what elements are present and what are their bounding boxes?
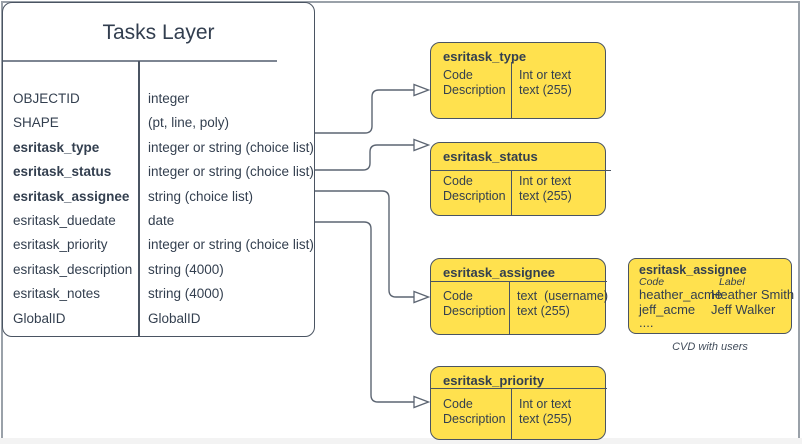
cvd-table-title: esritask_assignee: [639, 263, 747, 277]
cvd-caption: CVD with users: [672, 341, 748, 353]
field-type: (pt, line, poly): [148, 115, 230, 131]
field-type: integer or string (choice list): [148, 139, 314, 155]
field-row-esritask-assignee: esritask_assignee string (choice list): [3, 185, 314, 209]
choice-table-title: esritask_priority: [443, 373, 545, 388]
arrowhead-esritask-type: [413, 83, 431, 97]
field-name: esritask_status: [13, 164, 112, 180]
connector-esritask-assignee: [315, 190, 414, 298]
arrowhead-esritask-priority: [413, 395, 431, 409]
field-row-esritask-type: esritask_type integer or string (choice …: [3, 136, 314, 160]
cvd-table-esritask-assignee: esritask_assignee Code Label heather_acm…: [628, 258, 795, 334]
field-row-esritask-notes: esritask_notes string (4000): [3, 282, 314, 306]
field-name: esritask_type: [13, 139, 100, 155]
window-bottom-strip: [0, 438, 802, 444]
field-type: integer: [148, 91, 190, 106]
cvd-label: Jeff Walker: [711, 302, 776, 317]
field-row-esritask-description: esritask_description string (4000): [3, 258, 314, 282]
field-name: esritask_description: [13, 261, 133, 277]
tasks-layer-table: Tasks Layer OBJECTID integer SHAPE (pt, …: [2, 2, 315, 337]
field-row-esritask-priority: esritask_priority integer or string (cho…: [3, 233, 314, 257]
cvd-code: jeff_acme: [639, 302, 696, 317]
cell-divider: [511, 171, 513, 215]
cvd-column-header-code: Code: [639, 276, 665, 288]
field-row-globalid: GlobalID GlobalID: [3, 307, 314, 331]
header-divider: [430, 170, 611, 172]
field-type: GlobalID: [148, 310, 201, 326]
header-divider: [430, 281, 607, 283]
table-title: Tasks Layer: [102, 21, 215, 44]
field-name: GlobalID: [13, 310, 66, 326]
arrowhead-esritask-assignee: [413, 290, 431, 304]
field-name: esritask_priority: [13, 237, 108, 253]
field-type: string (4000): [148, 261, 224, 277]
field-type: integer or string (choice list): [148, 164, 314, 180]
field-name: esritask_duedate: [13, 212, 116, 228]
field-name: SHAPE: [13, 115, 59, 131]
field-name: esritask_assignee: [13, 188, 130, 204]
cvd-code: heather_acme: [639, 287, 723, 302]
field-type: string (4000): [148, 286, 224, 302]
choice-table-title: esritask_assignee: [443, 265, 556, 280]
field-row-esritask-duedate: esritask_duedate date: [3, 209, 314, 233]
field-type: string (choice list): [148, 188, 254, 204]
field-list: OBJECTID integer SHAPE (pt, line, poly) …: [3, 87, 314, 331]
field-row-esritask-status: esritask_status integer or string (choic…: [3, 160, 314, 184]
choice-col-types: text (username)text (255): [517, 289, 609, 318]
cell-divider: [511, 389, 513, 439]
field-name: esritask_notes: [13, 286, 101, 302]
field-type: integer or string (choice list): [148, 237, 314, 253]
cvd-column-header-label: Label: [719, 276, 745, 288]
title-divider: [3, 60, 277, 62]
field-name: OBJECTID: [13, 91, 80, 106]
cell-divider: [511, 62, 513, 118]
connector-esritask-priority: [315, 221, 414, 403]
header-divider: [430, 388, 607, 390]
arrowhead-esritask-status: [413, 138, 431, 152]
choice-table-title: esritask_status: [443, 149, 538, 164]
connector-esritask-status: [315, 144, 414, 171]
field-row-objectid: OBJECTID integer: [3, 87, 314, 111]
cvd-label: Heather Smith: [711, 287, 795, 302]
cvd-code: ....: [639, 315, 654, 330]
field-type: date: [148, 212, 175, 228]
connector-esritask-type: [315, 89, 414, 134]
field-row-shape: SHAPE (pt, line, poly): [3, 111, 314, 135]
choice-table-title: esritask_type: [443, 49, 527, 64]
cell-divider: [509, 282, 511, 334]
column-divider: [138, 61, 140, 336]
